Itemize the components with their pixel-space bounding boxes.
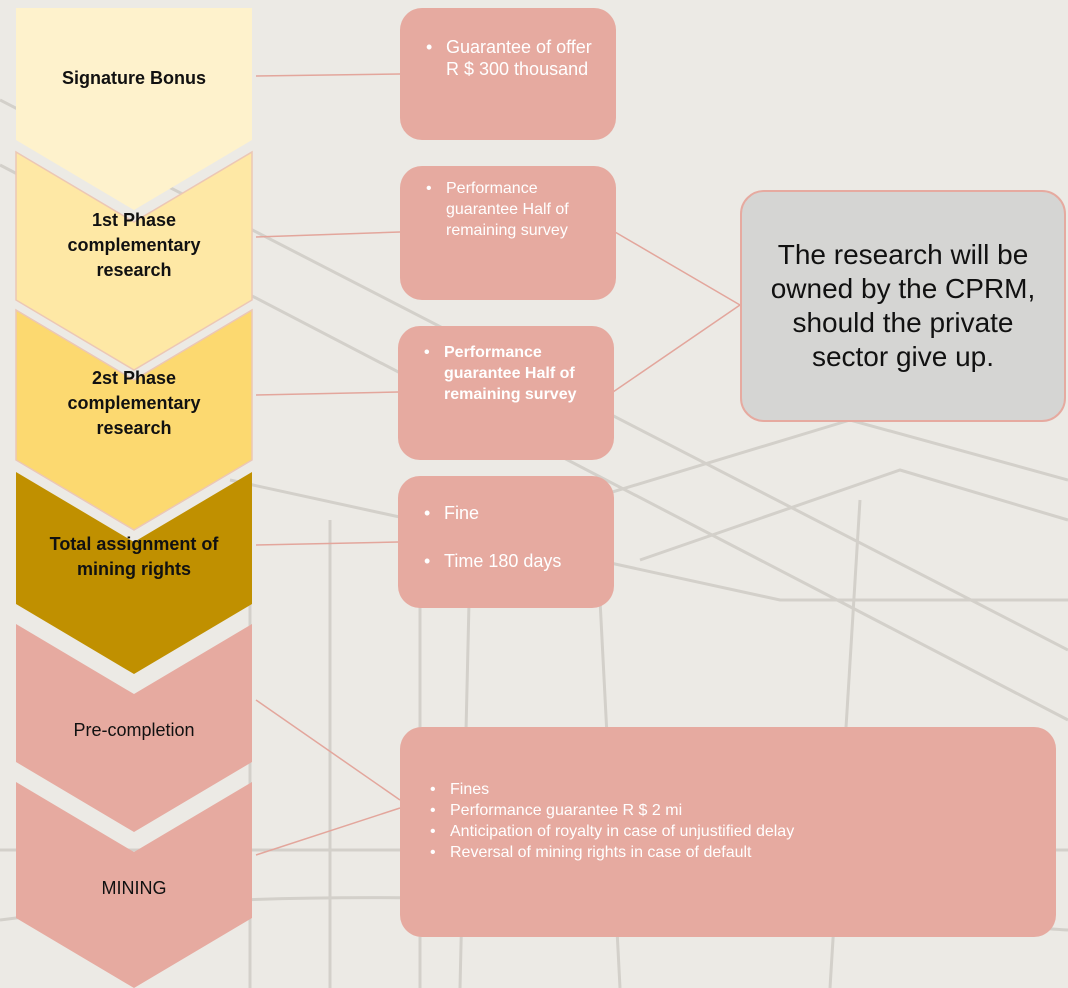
detail-box-signature: Guarantee of offer R $ 300 thousand — [400, 8, 616, 140]
stage-label-mining: MINING — [101, 878, 167, 898]
stage-label-signature-bonus: Signature Bonus — [61, 68, 206, 88]
connector-phase2-note — [612, 304, 741, 393]
connector-phase1 — [255, 231, 401, 238]
detail-box-assignment: Fine Time 180 days — [398, 476, 614, 608]
connector-precompletion — [255, 699, 401, 801]
detail-item: Anticipation of royalty in case of unjus… — [426, 821, 1040, 842]
detail-item: Fines — [426, 779, 1040, 800]
detail-item: Time 180 days — [420, 550, 602, 572]
stage-label-assignment: Total assignment of mining rights — [49, 534, 219, 579]
connector-phase1-note — [614, 231, 741, 306]
chevron-phase2 — [15, 308, 253, 531]
connector-phase2 — [255, 391, 399, 396]
detail-item: Guarantee of offer R $ 300 thousand — [422, 36, 604, 80]
detail-item: Performance guarantee R $ 2 mi — [426, 800, 1040, 821]
stage-label-phase1: 1st Phase complementary research — [67, 210, 201, 280]
stage-label-precompletion: Pre-completion — [73, 720, 195, 740]
detail-item: Fine — [420, 502, 602, 524]
chevron-signature-bonus — [16, 8, 252, 210]
stage-label-phase2: 2st Phase complementary research — [67, 368, 201, 438]
ownership-note-text: The research will be owned by the CPRM, … — [770, 239, 1036, 372]
detail-item: Performance guarantee Half of remaining … — [422, 178, 604, 241]
chevron-assignment — [16, 472, 252, 674]
chevron-phase1 — [15, 150, 253, 371]
detail-box-phase1: Performance guarantee Half of remaining … — [400, 166, 616, 300]
connector-assignment — [255, 541, 399, 546]
detail-box-phase2: Performance guarantee Half of remaining … — [398, 326, 614, 460]
detail-item: Performance guarantee Half of remaining … — [420, 342, 602, 405]
chevron-mining — [16, 782, 252, 988]
connector-signature — [255, 73, 401, 77]
ownership-note: The research will be owned by the CPRM, … — [740, 190, 1066, 422]
chevron-precompletion — [16, 624, 252, 832]
detail-item: Reversal of mining rights in case of def… — [426, 842, 1040, 863]
detail-box-mining: Fines Performance guarantee R $ 2 mi Ant… — [400, 727, 1056, 937]
connector-mining — [255, 807, 401, 856]
